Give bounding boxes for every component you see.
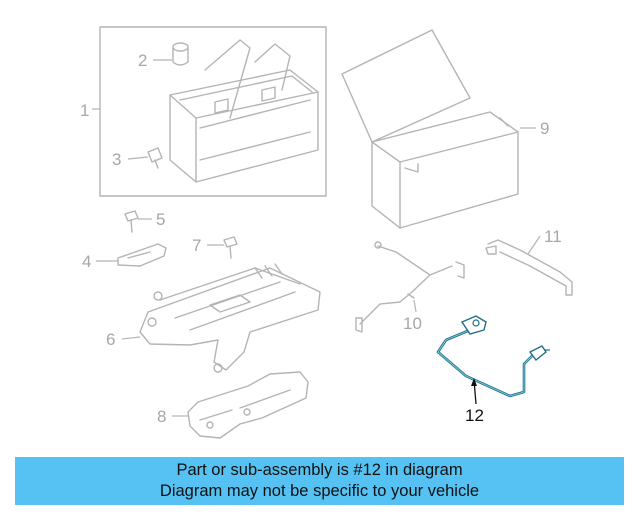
callout-10: 10 — [403, 314, 422, 333]
callout-7: 7 — [192, 236, 201, 255]
callout-9: 9 — [540, 119, 549, 138]
tray-cover — [187, 371, 309, 439]
leader-10 — [413, 299, 417, 313]
ground-strap — [485, 239, 573, 296]
terminal-cap — [172, 42, 189, 66]
parts-diagram: 1 2 3 4 5 6 7 8 9 10 11 12 — [80, 26, 573, 439]
bolt-5 — [124, 210, 139, 233]
leader-6 — [121, 336, 141, 340]
bolt-7 — [223, 236, 238, 259]
banner-line-disclaimer: Diagram may not be specific to your vehi… — [159, 482, 480, 500]
battery — [169, 39, 319, 183]
leader-3 — [127, 156, 149, 160]
leader-11 — [527, 235, 541, 255]
banner-line-part: Part or sub-assembly is #12 in diagram — [176, 461, 463, 479]
callout-8: 8 — [157, 407, 166, 426]
callout-11: 11 — [544, 227, 562, 246]
info-banner: Part or sub-assembly is #12 in diagram D… — [15, 457, 624, 505]
cable-harness — [355, 241, 465, 333]
callout-6: 6 — [106, 330, 115, 349]
callout-12: 12 — [465, 406, 484, 425]
battery-bolt — [147, 147, 163, 169]
hold-down-bracket — [117, 243, 167, 267]
callout-2: 2 — [138, 51, 147, 70]
battery-box-cover — [341, 29, 519, 229]
callout-5: 5 — [156, 210, 165, 229]
callout-4: 4 — [82, 252, 91, 271]
callout-1: 1 — [80, 101, 89, 120]
leader-12-arrow — [471, 378, 477, 386]
battery-tray — [139, 263, 321, 373]
battery-cable-highlighted — [436, 315, 550, 398]
battery-group-frame — [99, 26, 327, 197]
callout-3: 3 — [112, 150, 121, 169]
